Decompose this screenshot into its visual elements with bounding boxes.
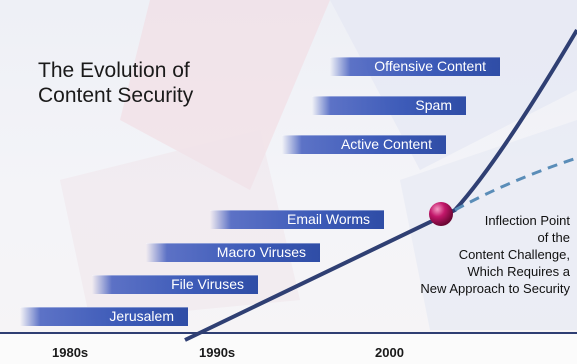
timeline-label-2000: 2000 bbox=[375, 345, 404, 360]
annotation-line-5: New Approach to Security bbox=[420, 281, 570, 296]
title-line-1: The Evolution of bbox=[38, 59, 190, 82]
threat-bar-email-worms: Email Worms bbox=[210, 210, 384, 229]
threat-bar-macro-viruses: Macro Viruses bbox=[146, 243, 320, 262]
threat-bar-file-viruses: File Viruses bbox=[92, 275, 258, 294]
threat-bar-jerusalem: Jerusalem bbox=[20, 307, 188, 326]
timeline-label-1980s: 1980s bbox=[52, 345, 89, 360]
annotation-line-4: Which Requires a bbox=[467, 264, 570, 279]
threat-bar-spam: Spam bbox=[312, 96, 466, 115]
title-line-2: Content Security bbox=[38, 84, 194, 107]
annotation-line-1: Inflection Point bbox=[484, 213, 570, 228]
diagram-title: The Evolution of Content Security bbox=[38, 58, 193, 108]
annotation-line-2: of the bbox=[537, 230, 570, 245]
projected-curve bbox=[454, 156, 577, 212]
threat-bar-offensive-content: Offensive Content bbox=[330, 57, 500, 76]
inflection-point-marker bbox=[429, 202, 453, 226]
timeline-label-1990s: 1990s bbox=[199, 345, 236, 360]
annotation-line-3: Content Challenge, bbox=[458, 247, 570, 262]
growth-curve bbox=[184, 28, 577, 342]
threat-bar-active-content: Active Content bbox=[282, 135, 446, 154]
inflection-annotation: Inflection Point of the Content Challeng… bbox=[360, 212, 570, 297]
